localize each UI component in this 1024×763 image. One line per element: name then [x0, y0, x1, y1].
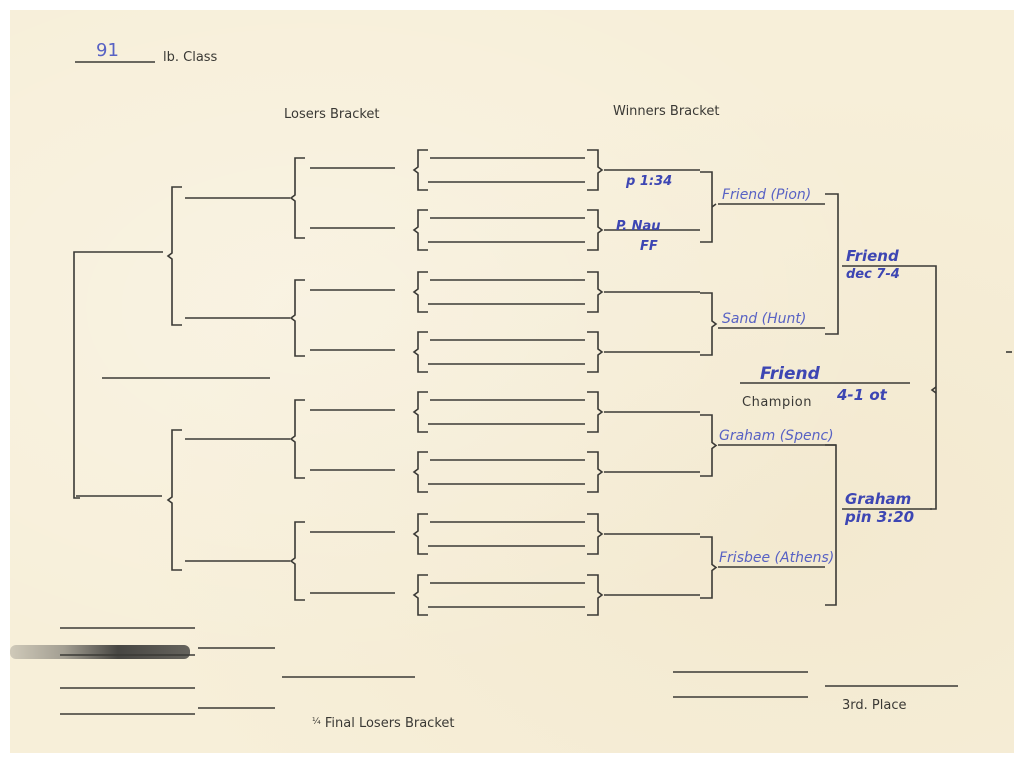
finalist-result[interactable]: pin 3:20: [845, 508, 915, 526]
right-brace: [587, 331, 604, 373]
winners-bracket: [700, 292, 718, 356]
left-brace: [412, 331, 428, 373]
final-bracket-bottom: [825, 444, 837, 606]
left-brace: [412, 451, 428, 493]
match-note[interactable]: FF: [640, 239, 658, 254]
finalist-name[interactable]: Graham: [845, 490, 912, 508]
brace-tip: [930, 386, 937, 394]
losers-bracket: [166, 186, 182, 326]
semifinalist-name[interactable]: Friend (Pion): [722, 187, 812, 203]
left-brace: [412, 513, 428, 555]
quarter-final-label: ¼ Final Losers Bracket: [312, 716, 455, 731]
champion-result[interactable]: 4-1 ot: [837, 386, 887, 404]
left-brace: [412, 209, 428, 251]
losers-bracket-heading: Losers Bracket: [284, 107, 380, 122]
winners-second-round: [604, 169, 700, 596]
champion-label: Champion: [742, 395, 813, 410]
winners-bracket-1: [700, 171, 713, 243]
right-brace: [587, 149, 604, 191]
right-brace: [587, 271, 604, 313]
right-brace: [587, 513, 604, 555]
winners-semifinals: [700, 292, 718, 599]
losers-bracket: [289, 157, 305, 239]
losers-bracket: [289, 521, 305, 601]
right-brace: [587, 574, 604, 616]
losers-first-round: [310, 167, 395, 594]
winners-bracket-heading: Winners Bracket: [613, 104, 720, 119]
right-brace: [587, 391, 604, 433]
winners-bracket: [700, 536, 718, 599]
champion-name[interactable]: Friend: [760, 364, 820, 384]
losers-final: [166, 186, 182, 571]
left-brace: [412, 271, 428, 313]
winners-bracket: [700, 414, 718, 477]
weight-class-value[interactable]: 91: [96, 40, 119, 61]
fraction: ¼: [312, 717, 321, 727]
losers-second-round: [185, 157, 305, 601]
brace-tip: [711, 203, 717, 208]
winners-first-round: [412, 149, 604, 616]
right-brace: [587, 451, 604, 493]
losers-bracket: [166, 429, 182, 571]
losers-bracket: [289, 279, 305, 357]
finalist-name[interactable]: Friend: [846, 247, 899, 265]
third-place-label: 3rd. Place: [842, 698, 907, 713]
losers-final-bracket: [73, 251, 80, 499]
semifinalist-name[interactable]: Sand (Hunt): [722, 311, 807, 327]
left-brace: [412, 391, 428, 433]
losers-bracket: [289, 399, 305, 479]
right-brace: [587, 209, 604, 251]
final-bracket-top: [825, 193, 839, 335]
quarter-final-text: Final Losers Bracket: [324, 716, 455, 731]
match-note[interactable]: p 1:34: [626, 174, 673, 189]
semifinalist-name[interactable]: Graham (Spenc): [719, 428, 834, 444]
bracket-sheet: [10, 10, 1014, 753]
left-brace: [412, 149, 428, 191]
semifinalist-name[interactable]: Frisbee (Athens): [719, 550, 835, 566]
finalist-result[interactable]: dec 7-4: [846, 267, 900, 282]
match-note[interactable]: P. Nau: [616, 219, 661, 234]
weight-class-label: lb. Class: [163, 50, 218, 65]
left-brace: [412, 574, 428, 616]
